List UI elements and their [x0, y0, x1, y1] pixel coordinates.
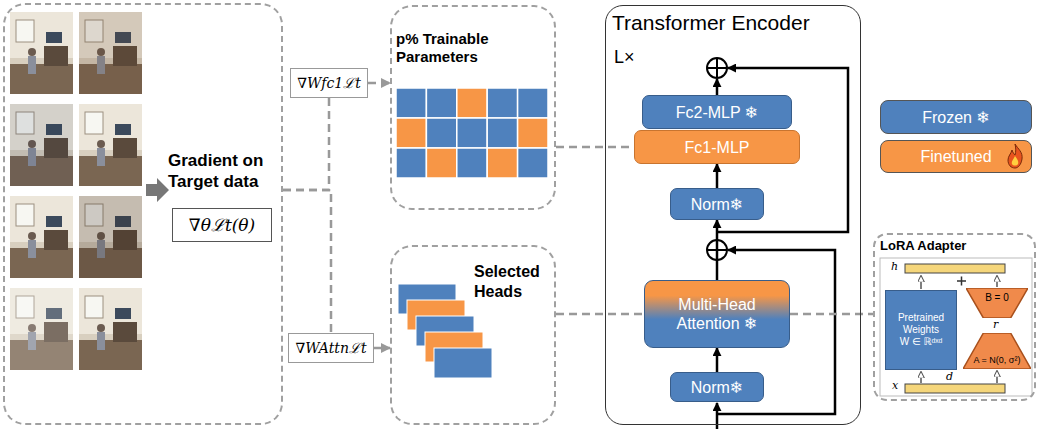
- gradient-arrow: [146, 178, 169, 202]
- node-text: Multi-Head Attention ❄: [645, 295, 789, 333]
- node-text: Pretrained Weights: [889, 312, 953, 336]
- legend-text: Frozen ❄: [881, 108, 1031, 127]
- flow-arrow: [716, 220, 719, 280]
- finetuned-layer: Fc1-MLP: [634, 130, 800, 164]
- dashed-connector: [283, 98, 329, 190]
- source-panel: Gradient on Target data ∇θℒt(θ): [3, 3, 283, 425]
- dashed-connector: [283, 190, 331, 333]
- parameter-panel: p% Trainable Parameters: [390, 5, 556, 210]
- norm-layer: Norm❄: [670, 372, 764, 402]
- node-text: ∇θℒt(θ): [173, 215, 271, 235]
- node-text: ∇WAttnℒt: [289, 339, 373, 357]
- node-text: Fc1-MLP: [635, 138, 799, 157]
- flame-icon: [1006, 143, 1024, 169]
- node-text: W ∈ ℝᵈˣᵈ: [889, 336, 953, 348]
- node-text: Gradient on Target data: [168, 150, 282, 192]
- trapezoid-outline: [963, 333, 1031, 369]
- parameter-grid: [396, 88, 548, 178]
- axis-label: x: [892, 380, 898, 392]
- node-text: LoRA Adapter: [880, 238, 1030, 254]
- node-text: L×: [614, 46, 654, 68]
- trapezoid-outline: [966, 288, 1028, 318]
- node-text: ∇Wfc1ℒt: [291, 74, 367, 92]
- legend-swatch: Frozen ❄: [880, 100, 1032, 134]
- flow-arrow: [716, 348, 719, 372]
- node-text: Selected Heads: [474, 262, 554, 302]
- norm-layer: Norm❄: [670, 188, 764, 220]
- formula-box: ∇θℒt(θ): [172, 208, 272, 242]
- heads-panel: Selected Heads: [390, 245, 556, 425]
- encoder-block: Transformer EncoderL× Fc2-MLP ❄ Fc1-MLP Nor…: [605, 5, 861, 425]
- node-text: B = 0: [966, 292, 1028, 304]
- node-text: Transformer Encoder: [612, 10, 854, 36]
- axis-label: d: [946, 371, 953, 383]
- photo-grid: [10, 12, 142, 370]
- frozen-layer: Fc2-MLP ❄: [642, 95, 792, 129]
- axis-label: r: [993, 319, 998, 331]
- dashed-connector: [368, 82, 390, 85]
- lora-matrix-b: B = 0: [966, 288, 1028, 318]
- flow-arrow: [716, 164, 719, 188]
- node-text: Norm❄: [671, 378, 763, 397]
- node-text: Norm❄: [671, 195, 763, 214]
- attention-layer: Multi-Head Attention ❄: [644, 280, 790, 348]
- node-text: p% Trainable Parameters: [396, 30, 550, 66]
- dashed-connector: [374, 347, 390, 350]
- weight-box: Pretrained WeightsW ∈ ℝᵈˣᵈ: [885, 290, 957, 370]
- node-text: A = N(0, σ²): [963, 355, 1031, 366]
- dashed-connector: [556, 146, 634, 149]
- lora-panel: LoRA AdapterPretrained WeightsW ∈ ℝᵈˣᵈ B …: [873, 233, 1036, 401]
- dashed-connector: [556, 313, 644, 316]
- lora-matrix-a: A = N(0, σ²): [963, 333, 1031, 369]
- lora-figure: [880, 258, 1032, 396]
- gradient-label: ∇WAttnℒt: [288, 333, 374, 363]
- axis-label: h: [891, 261, 898, 273]
- gradient-label: ∇Wfc1ℒt: [290, 68, 368, 98]
- node-text: Fc2-MLP ❄: [643, 103, 791, 122]
